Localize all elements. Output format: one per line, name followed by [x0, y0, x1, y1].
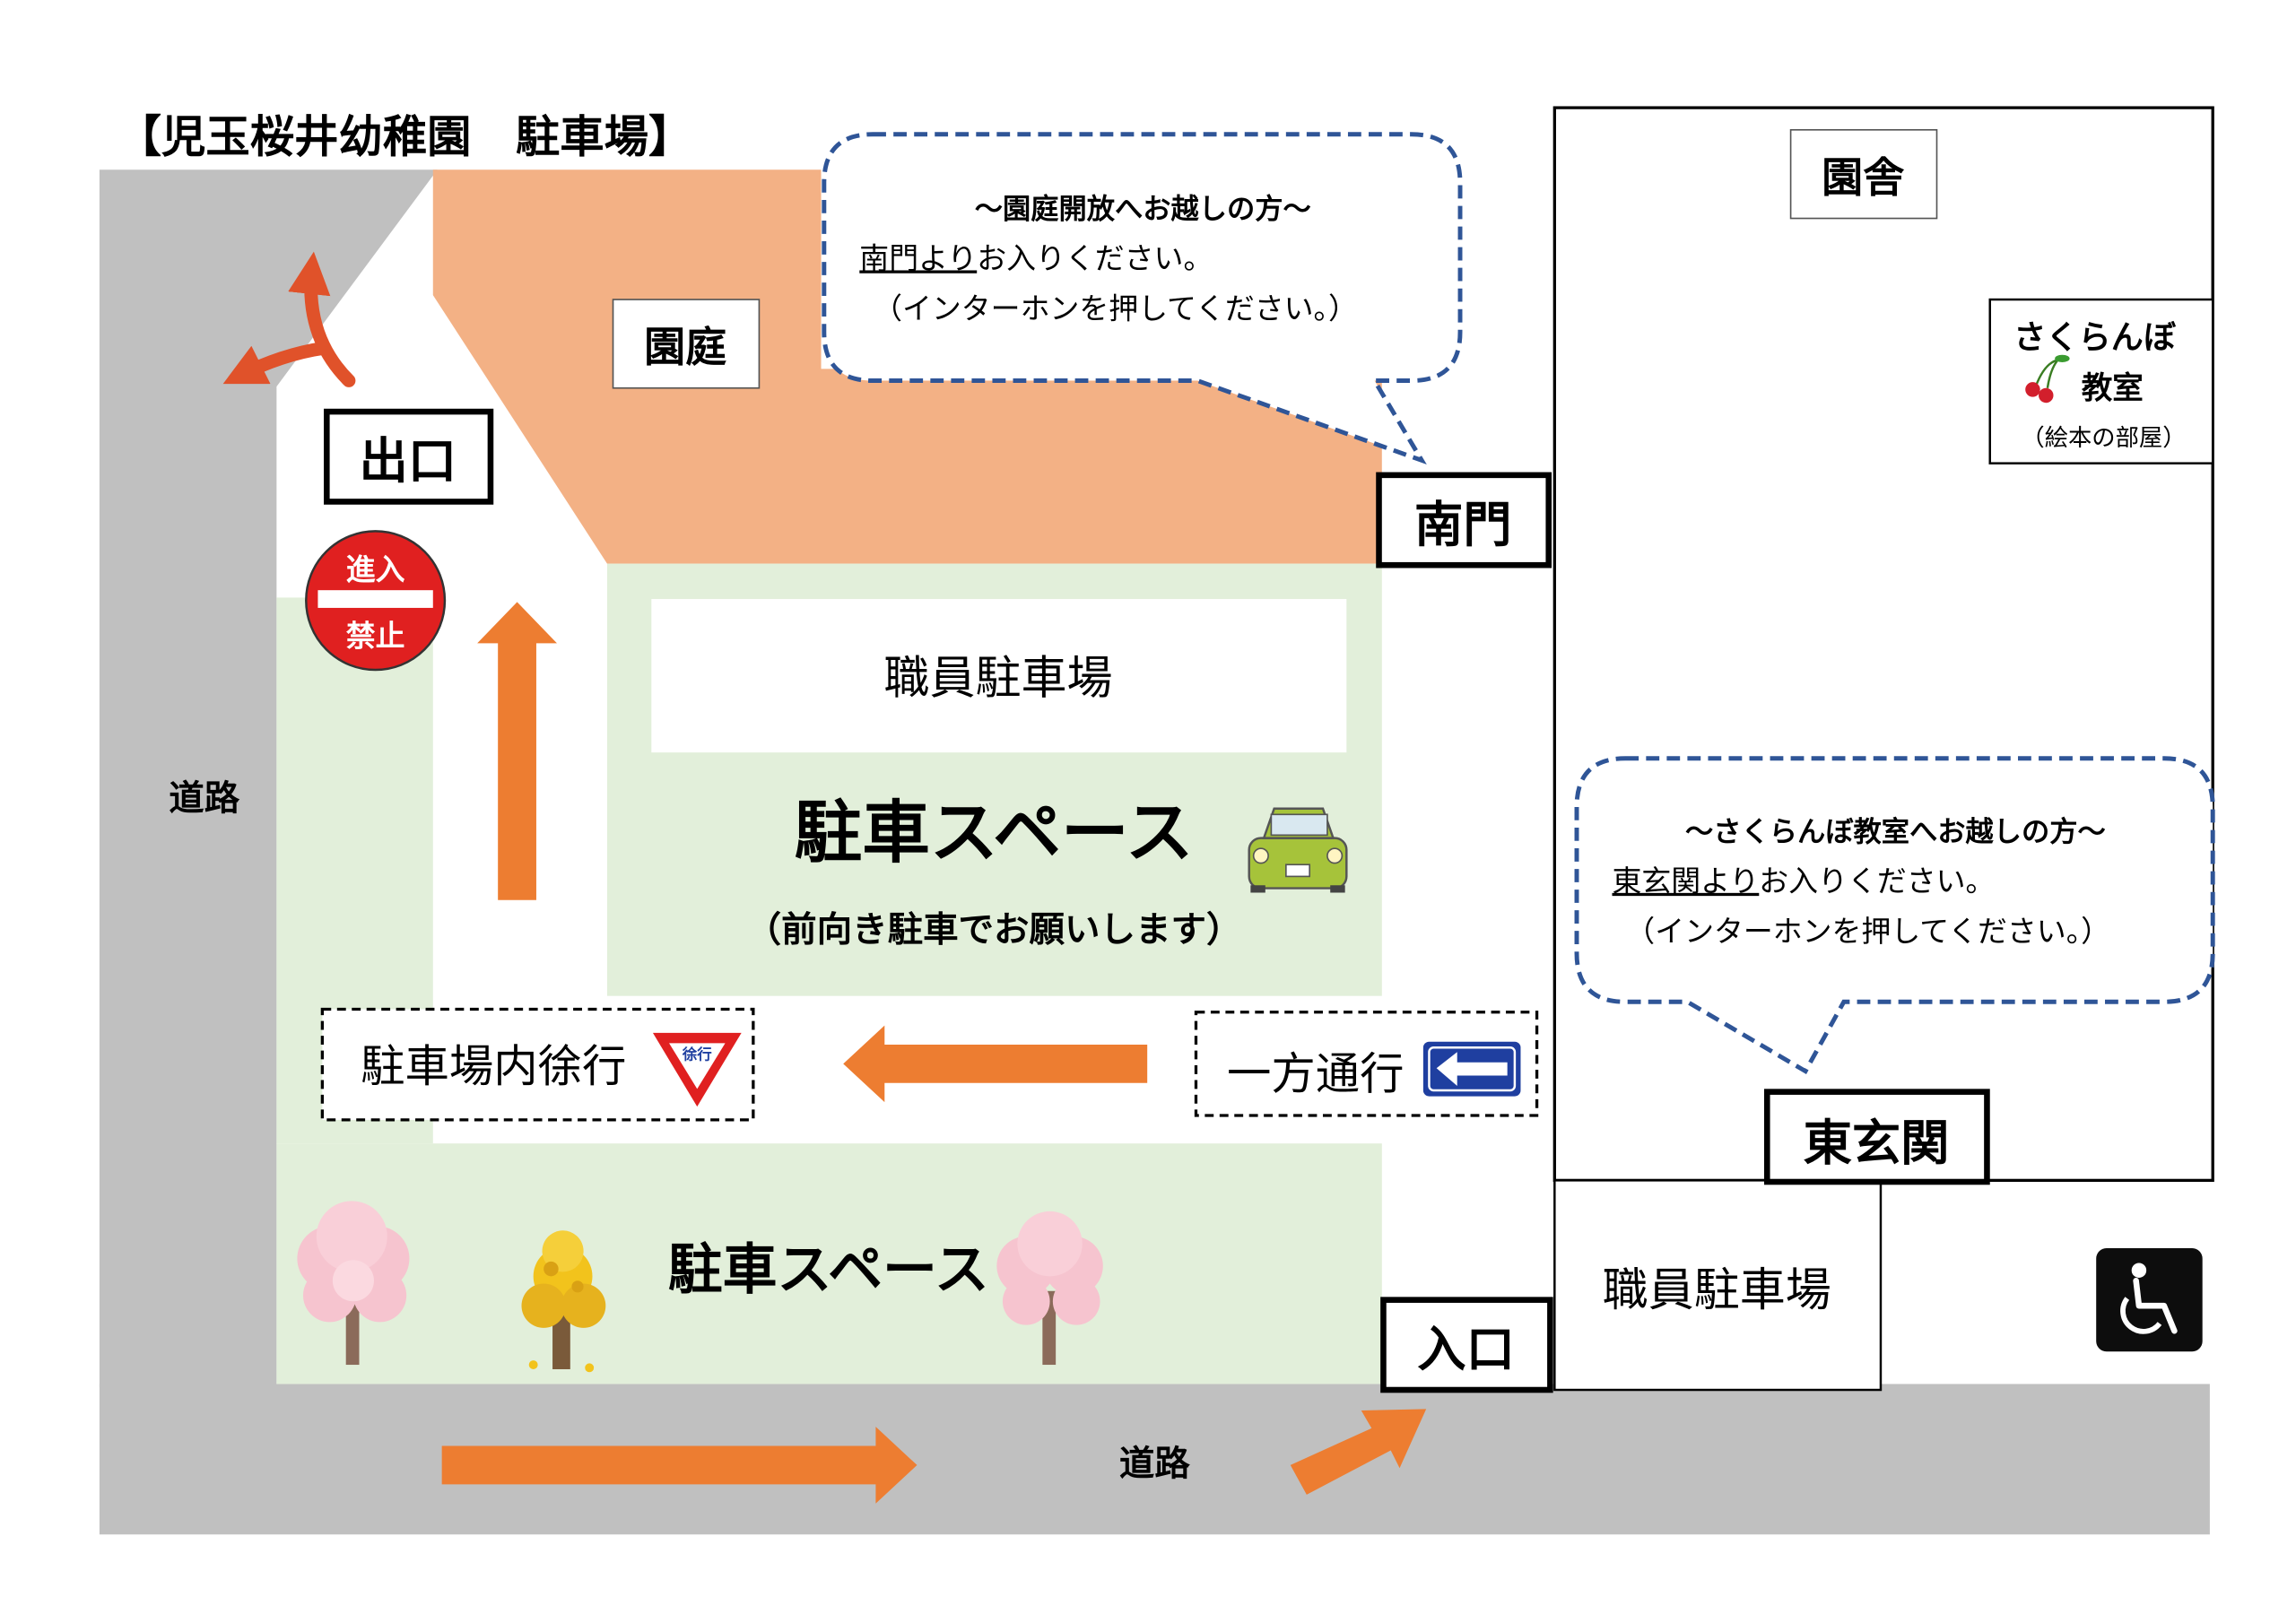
- ginkgo-tree-icon: [521, 1230, 606, 1373]
- wheelchair-icon: [2096, 1248, 2203, 1352]
- road-bottom-label: 道路: [1119, 1443, 1190, 1484]
- sakuranbo-line1: さくらんぼ: [2013, 317, 2177, 356]
- cherry-tree-icon: [297, 1201, 410, 1366]
- bubble-east-line3: （インターホンを押してください。）: [1625, 914, 2110, 949]
- direction-arrow-icon: [222, 251, 356, 387]
- cherry-icon: [2025, 354, 2070, 404]
- road-left-label: 道路: [169, 777, 239, 819]
- no-entry-top: 進入: [346, 552, 405, 587]
- bubble-south-line2: お入りください。: [977, 240, 1213, 275]
- svg-text:南門よりお入りください。: 南門よりお入りください。: [859, 240, 1213, 275]
- one-way-arrow-icon: [1422, 1041, 1521, 1097]
- exit-label-box: [324, 408, 494, 505]
- garden-label: 園庭: [644, 323, 726, 371]
- sakuranbo-box: [1988, 298, 2214, 464]
- arrow-left-icon: [843, 1025, 1148, 1103]
- bubble-south: ～園庭開放へお越しの方～ 南門よりお入りください。 （インターホンを押してくださ…: [822, 132, 1463, 464]
- staff-parking-center-box: [651, 599, 1347, 753]
- car-icon: [1248, 807, 1348, 893]
- east-entrance-label: 東玄関: [1804, 1115, 1950, 1171]
- no-entry-icon: 進入 禁止: [305, 530, 447, 672]
- bubble-east: ～さくらんぼ教室へお越しの方～ 東玄関よりお入りください。 （インターホンを押し…: [1574, 756, 2215, 1075]
- entrance-label-box: [1380, 1297, 1553, 1393]
- entrance-label: 入口: [1417, 1322, 1515, 1378]
- parking-area-bottom: [276, 1143, 1382, 1384]
- one-way-sign-label: 一方通行: [1227, 1047, 1404, 1099]
- slow-sign-icon: 徐行: [652, 1032, 742, 1107]
- parking-space-main-label: 駐車スペース: [795, 793, 1194, 872]
- building-label-box: [1789, 128, 1938, 220]
- garden-label-box: [612, 299, 761, 389]
- south-gate-label: 南門: [1414, 497, 1512, 553]
- cherry-tree-icon: [996, 1211, 1103, 1366]
- south-gate-label-box: [1376, 472, 1552, 568]
- sakuranbo-line3: （絵本の部屋）: [2021, 425, 2186, 452]
- staff-parking-right-label: 職員駐車場: [1603, 1264, 1831, 1317]
- slow-sign-label: 駐車場内徐行: [361, 1040, 626, 1092]
- arrow-up-icon: [477, 602, 557, 900]
- svg-text:東玄関よりお入りください。: 東玄関よりお入りください。: [1612, 864, 1995, 898]
- building-outline: [1552, 106, 2214, 1183]
- parking-space-bottom-label: 駐車スペース: [668, 1237, 989, 1301]
- bubble-south-gate-link: 南門より: [859, 240, 977, 275]
- parking-space-note: （前向き駐車でお願いします）: [746, 909, 1242, 950]
- sakuranbo-line2: 教室: [2082, 370, 2144, 406]
- staff-parking-right-box: [1553, 1179, 1883, 1392]
- page-title: 【児玉桜井幼稚園 駐車場】: [117, 110, 693, 162]
- bubble-south-line3: （インターホンを押してください。）: [873, 291, 1358, 325]
- slow-sign-small: 徐行: [682, 1046, 712, 1063]
- arrow-diagonal-icon: [1290, 1409, 1427, 1495]
- bubble-south-line1: ～園庭開放へお越しの方～: [975, 193, 1311, 226]
- exit-label: 出口: [359, 433, 457, 490]
- garden-area: [432, 169, 1382, 564]
- road-left: [99, 169, 438, 1387]
- bubble-east-entrance-link: 東玄関より: [1612, 864, 1759, 898]
- no-entry-bottom: 禁止: [346, 619, 405, 654]
- arrow-right-icon: [441, 1427, 918, 1504]
- staff-parking-center-label: 職員駐車場: [883, 652, 1112, 705]
- building-label: 園舎: [1822, 153, 1904, 202]
- bubble-east-line1: ～さくらんぼ教室へお越しの方～: [1685, 815, 2106, 848]
- east-entrance-label-box: [1763, 1089, 1990, 1185]
- bubble-east-line2: お入りください。: [1759, 864, 1995, 898]
